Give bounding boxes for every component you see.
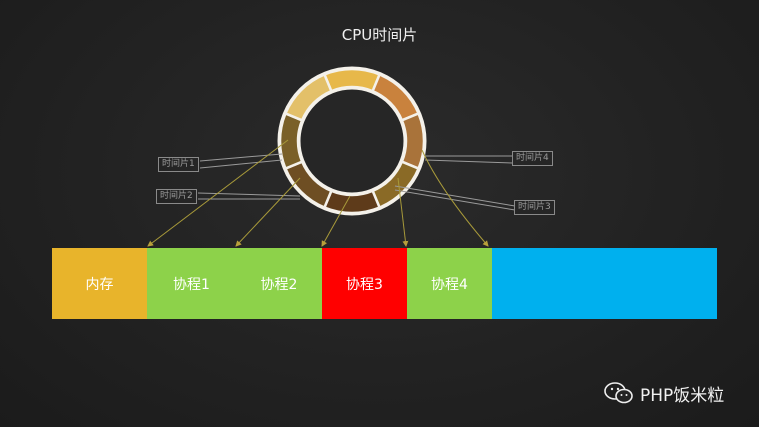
ring-inner-hole bbox=[297, 86, 407, 196]
leader-line-slice1 bbox=[199, 153, 283, 162]
leader-line-slice3 bbox=[394, 185, 516, 207]
wechat-icon bbox=[604, 382, 633, 404]
slice-label-3: 时间片3 bbox=[514, 200, 555, 215]
ring-outer-border bbox=[277, 66, 427, 216]
diagram-title: CPU时间片 bbox=[341, 26, 418, 44]
leader-line-slice3-b bbox=[394, 189, 516, 211]
watermark: PHP饭米粒 bbox=[604, 378, 724, 408]
memory-bar: 内存 协程1 协程2 协程3 协程4 bbox=[52, 248, 717, 319]
coroutine-4-segment: 协程4 bbox=[407, 248, 492, 319]
arrow-to-coroutine2 bbox=[321, 195, 351, 247]
leader-line-slice1-b bbox=[199, 159, 283, 169]
cpu-time-ring bbox=[277, 66, 427, 216]
watermark-text: PHP饭米粒 bbox=[640, 385, 725, 406]
arrow-to-coroutine3 bbox=[397, 177, 409, 247]
coroutine-2-segment: 协程2 bbox=[236, 248, 322, 319]
arrow-to-coroutine4 bbox=[421, 149, 489, 247]
arrow-to-memory bbox=[147, 139, 289, 247]
slice-label-1: 时间片1 bbox=[158, 157, 199, 172]
arrow-to-coroutine1 bbox=[235, 177, 301, 247]
free-memory-segment bbox=[492, 248, 717, 319]
leader-line-slice4-b bbox=[424, 159, 514, 164]
slice-label-2: 时间片2 bbox=[156, 189, 197, 204]
coroutine-1-segment: 协程1 bbox=[147, 248, 236, 319]
coroutine-3-segment: 协程3 bbox=[322, 248, 407, 319]
slice-label-4: 时间片4 bbox=[512, 151, 553, 166]
connector-arrows bbox=[147, 139, 489, 247]
memory-segment: 内存 bbox=[52, 248, 147, 319]
